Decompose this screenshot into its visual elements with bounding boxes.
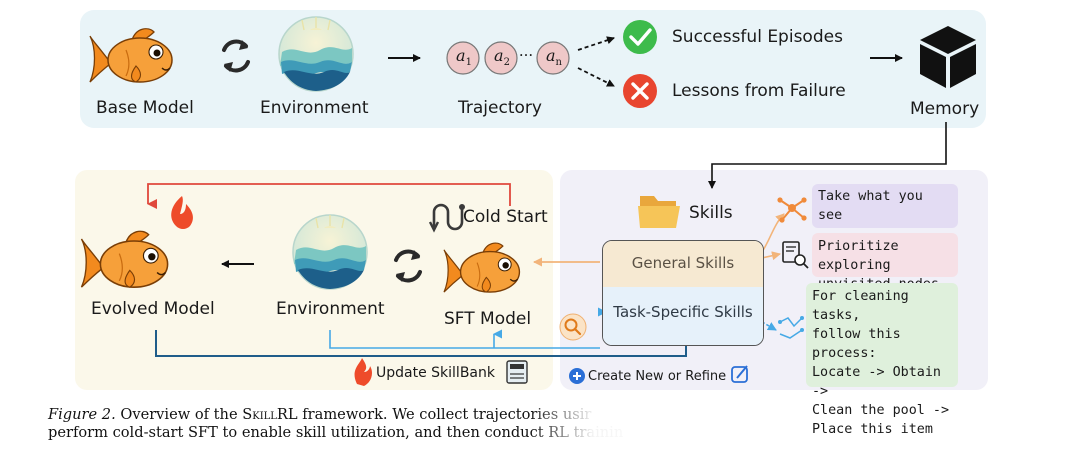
caption-fade-overlay xyxy=(530,398,670,457)
cross-icon xyxy=(623,74,657,108)
blue-update-arrow xyxy=(155,330,695,357)
memory-label: Memory xyxy=(910,99,980,119)
workflow-icon xyxy=(778,316,804,339)
create-refine-label: Create New or Refine xyxy=(588,369,727,384)
skill-card-1-text: Take what you see xyxy=(818,189,923,223)
network-icon xyxy=(777,197,807,223)
skill-card-3-line: Locate -> Obtain -> xyxy=(812,365,941,399)
check-icon xyxy=(623,20,657,54)
action-circle-n xyxy=(536,41,570,75)
folder-icon xyxy=(638,196,680,228)
action-circle-2 xyxy=(484,41,518,75)
document-search-icon xyxy=(782,241,809,269)
cold-start-icon xyxy=(428,203,465,233)
action-2-label: a2 xyxy=(494,46,510,69)
sft-model-label: SFT Model xyxy=(444,309,532,329)
skill-card-3-line: Clean the pool -> xyxy=(812,403,950,418)
action-ellipsis: ··· xyxy=(518,46,534,64)
caption-line-2: perform cold-start SFT to enable skill u… xyxy=(48,424,624,441)
arrow-to-failure xyxy=(577,67,615,87)
arrow-memory-to-skills xyxy=(708,122,947,189)
action-n-label: an xyxy=(546,46,562,69)
cube-icon xyxy=(920,26,976,88)
cycle-arrows-icon xyxy=(222,38,250,74)
lightblue-arrow-base xyxy=(329,330,600,349)
environment-icon-bottom xyxy=(292,214,368,290)
arrow-to-success xyxy=(577,36,615,51)
task-skills-section xyxy=(603,287,763,345)
orange-arrow-to-card2 xyxy=(761,251,781,261)
skillbank-icon xyxy=(506,360,528,384)
search-icon xyxy=(559,313,587,341)
base-model-fish-icon xyxy=(89,27,173,83)
trajectory-label: Trajectory xyxy=(458,98,542,118)
skill-card-3-line: follow this process: xyxy=(812,327,901,361)
fire-icon xyxy=(171,196,193,229)
skill-card-task: For cleaning tasks, follow this process:… xyxy=(806,283,958,437)
evolved-model-label: Evolved Model xyxy=(91,299,215,319)
edit-icon xyxy=(731,365,748,383)
action-circle-1 xyxy=(446,41,480,75)
general-skills-label: General Skills xyxy=(631,254,735,272)
skill-library-box xyxy=(602,240,764,346)
caption-text-b: framework. We collect trajectories usir xyxy=(297,406,592,423)
plus-icon xyxy=(569,368,585,384)
sft-model-fish-icon xyxy=(443,242,521,293)
skill-card-general-2: Prioritize exploring unvisited nodes xyxy=(812,233,958,292)
general-skills-section xyxy=(603,241,763,287)
evolved-model-fish-icon xyxy=(80,230,169,288)
figure-label: Figure 2. xyxy=(48,406,116,423)
environment-icon xyxy=(278,16,354,92)
task-specific-skills-label: Task-Specific Skills xyxy=(613,303,753,321)
skill-card-3-line: Place this item xyxy=(812,422,933,437)
lessons-from-failure-label: Lessons from Failure xyxy=(672,81,846,101)
base-model-label: Base Model xyxy=(96,98,194,118)
lightblue-arrow-to-card3 xyxy=(761,321,777,331)
red-feedback-arrow xyxy=(147,183,511,209)
cycle-arrows-icon-bottom xyxy=(394,248,422,284)
caption-line-1: Figure 2. Overview of the SkillRL framew… xyxy=(48,406,648,424)
environment-label: Environment xyxy=(260,98,369,118)
figure-caption: Figure 2. Overview of the SkillRL framew… xyxy=(48,406,648,442)
fire-icon-small xyxy=(354,358,372,386)
skill-card-2-line: Prioritize exploring xyxy=(818,239,899,273)
caption-text-a: Overview of the xyxy=(115,406,243,423)
skill-card-general-1: Take what you see xyxy=(812,184,958,228)
update-skillbank-label: Update SkillBank xyxy=(376,365,495,381)
cold-start-label: Cold Start xyxy=(463,207,548,227)
skills-title: Skills xyxy=(689,203,733,223)
framework-name: SkillRL xyxy=(242,406,298,423)
successful-episodes-label: Successful Episodes xyxy=(672,27,843,47)
action-1-label: a1 xyxy=(456,46,472,69)
environment-label-bottom: Environment xyxy=(276,299,385,319)
skill-card-3-line: For cleaning tasks, xyxy=(812,289,909,323)
